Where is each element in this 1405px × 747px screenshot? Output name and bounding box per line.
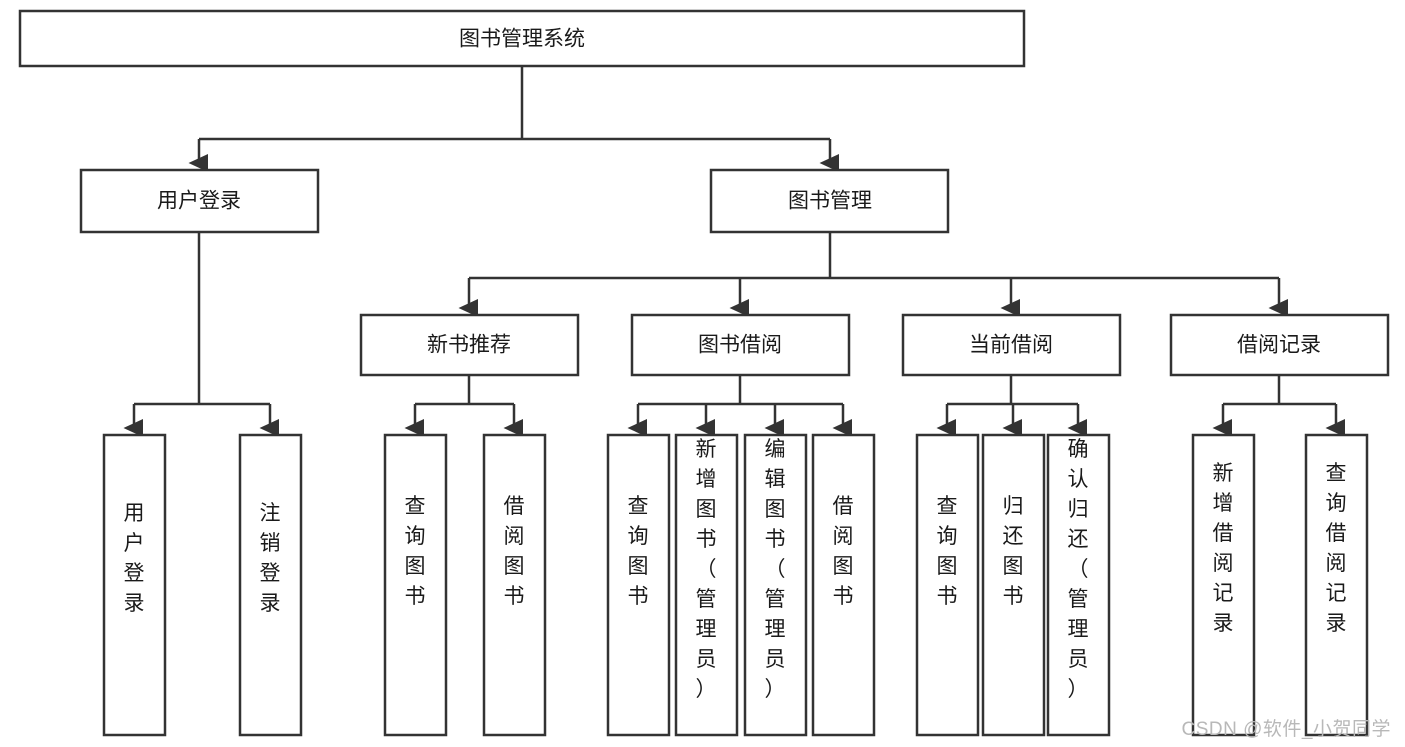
leaf-borrow-book-2[interactable]: 借阅图书	[811, 433, 876, 737]
node-current-borrow[interactable]: 当前借阅	[901, 313, 1122, 377]
leaf-add-record-box[interactable]	[1191, 433, 1256, 737]
leaf-confirm-return-box[interactable]	[1046, 433, 1111, 737]
connectors-current-borrow-to-leaves	[936, 375, 1087, 438]
node-book-manage[interactable]: 图书管理	[709, 168, 950, 234]
leaf-query-book-2-box[interactable]	[606, 433, 671, 737]
connectors-book-manage-to-level3	[458, 232, 1288, 318]
node-new-book-recommend-box[interactable]	[359, 313, 580, 377]
leaf-add-book-box[interactable]	[674, 433, 739, 737]
node-current-borrow-label: 当前借阅	[969, 334, 1053, 357]
leaf-add-record[interactable]: 新增借阅记录	[1191, 433, 1256, 737]
csdn-watermark: CSDN @软件_小贺同学	[1181, 719, 1391, 740]
leaf-borrow-book-1-box[interactable]	[482, 433, 547, 737]
leaf-query-book-3[interactable]: 查询图书	[915, 433, 980, 737]
node-user-login[interactable]: 用户登录	[79, 168, 320, 234]
leaf-edit-book[interactable]: 编辑图书（管理员）	[743, 433, 808, 737]
leaf-edit-book-label: 编辑图书（管理员）	[765, 438, 786, 701]
leaf-user-login-label: 用户登录	[124, 502, 145, 615]
node-user-login-label: 用户登录	[157, 190, 241, 213]
leaf-borrow-book-2-box[interactable]	[811, 433, 876, 737]
node-new-book-recommend[interactable]: 新书推荐	[359, 313, 580, 377]
node-root-system[interactable]: 图书管理系统	[18, 9, 1026, 68]
leaf-return-book-box[interactable]	[981, 433, 1046, 737]
connectors-new-book-to-leaves	[404, 375, 523, 438]
leaf-user-login[interactable]: 用户登录	[102, 433, 167, 737]
node-book-borrow-label: 图书借阅	[698, 334, 782, 357]
leaf-borrow-book-2-label: 借阅图书	[833, 495, 854, 608]
node-borrow-records-label: 借阅记录	[1237, 334, 1321, 357]
node-new-book-recommend-label: 新书推荐	[427, 334, 511, 357]
leaf-query-book-3-label: 查询图书	[937, 495, 958, 608]
leaf-borrow-book-1-label: 借阅图书	[504, 495, 525, 608]
leaf-return-book[interactable]: 归还图书	[981, 433, 1046, 737]
leaf-add-record-label: 新增借阅记录	[1213, 462, 1234, 635]
leaf-confirm-return-label: 确认归还（管理员）	[1068, 438, 1089, 701]
node-book-manage-box[interactable]	[709, 168, 950, 234]
leaf-query-book-2[interactable]: 查询图书	[606, 433, 671, 737]
leaf-query-book-2-label: 查询图书	[628, 495, 649, 608]
node-root-system-label: 图书管理系统	[459, 28, 585, 51]
node-borrow-records-box[interactable]	[1169, 313, 1390, 377]
leaf-query-book-3-box[interactable]	[915, 433, 980, 737]
node-current-borrow-box[interactable]	[901, 313, 1122, 377]
leaf-confirm-return[interactable]: 确认归还（管理员）	[1046, 433, 1111, 737]
node-book-borrow-box[interactable]	[630, 313, 851, 377]
leaf-query-book-1-label: 查询图书	[405, 495, 426, 608]
node-book-borrow[interactable]: 图书借阅	[630, 313, 851, 377]
leaf-query-record-label: 查询借阅记录	[1326, 462, 1347, 635]
node-book-manage-label: 图书管理	[788, 190, 872, 213]
leaf-borrow-book-1[interactable]: 借阅图书	[482, 433, 547, 737]
leaf-add-book-label: 新增图书（管理员）	[696, 438, 717, 701]
leaf-query-book-1-box[interactable]	[383, 433, 448, 737]
leaf-edit-book-box[interactable]	[743, 433, 808, 737]
connectors-user-login-to-leaves	[123, 232, 279, 438]
node-root-system-box[interactable]	[18, 9, 1026, 68]
leaf-logout-label: 注销登录	[260, 502, 281, 615]
leaf-return-book-label: 归还图书	[1003, 495, 1024, 608]
node-borrow-records[interactable]: 借阅记录	[1169, 313, 1390, 377]
connectors-book-borrow-to-leaves	[627, 375, 852, 438]
leaf-query-record-box[interactable]	[1304, 433, 1369, 737]
leaf-query-book-1[interactable]: 查询图书	[383, 433, 448, 737]
leaf-user-login-box[interactable]	[102, 433, 167, 737]
leaf-add-book[interactable]: 新增图书（管理员）	[674, 433, 739, 737]
connectors-root-to-level2	[188, 66, 839, 173]
leaf-logout[interactable]: 注销登录	[238, 433, 303, 737]
node-user-login-box[interactable]	[79, 168, 320, 234]
leaf-query-record[interactable]: 查询借阅记录	[1304, 433, 1369, 737]
connectors-borrow-records-to-leaves	[1212, 375, 1345, 438]
leaf-logout-box[interactable]	[238, 433, 303, 737]
